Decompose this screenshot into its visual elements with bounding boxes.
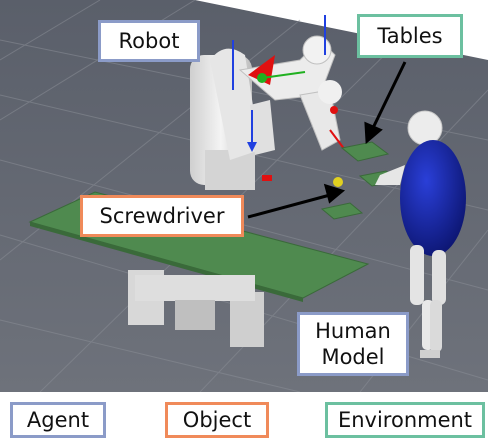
annotation-arrows [247,61,407,219]
human-model-label-line1: Human [315,318,391,343]
human-model-label: Human Model [297,312,409,376]
robot-label: Robot [98,20,200,62]
small-table-1 [340,141,390,162]
legend-agent: Agent [10,402,106,438]
human-model-label-line2: Model [321,345,385,369]
small-table-3 [320,202,364,220]
legend-environment: Environment [325,402,485,438]
human-model [375,110,466,358]
legend-object: Object [165,402,269,438]
tables-label: Tables [357,14,463,58]
screwdriver-label: Screwdriver [80,195,244,237]
robot-model [190,15,346,190]
simulation-scene [0,0,488,392]
